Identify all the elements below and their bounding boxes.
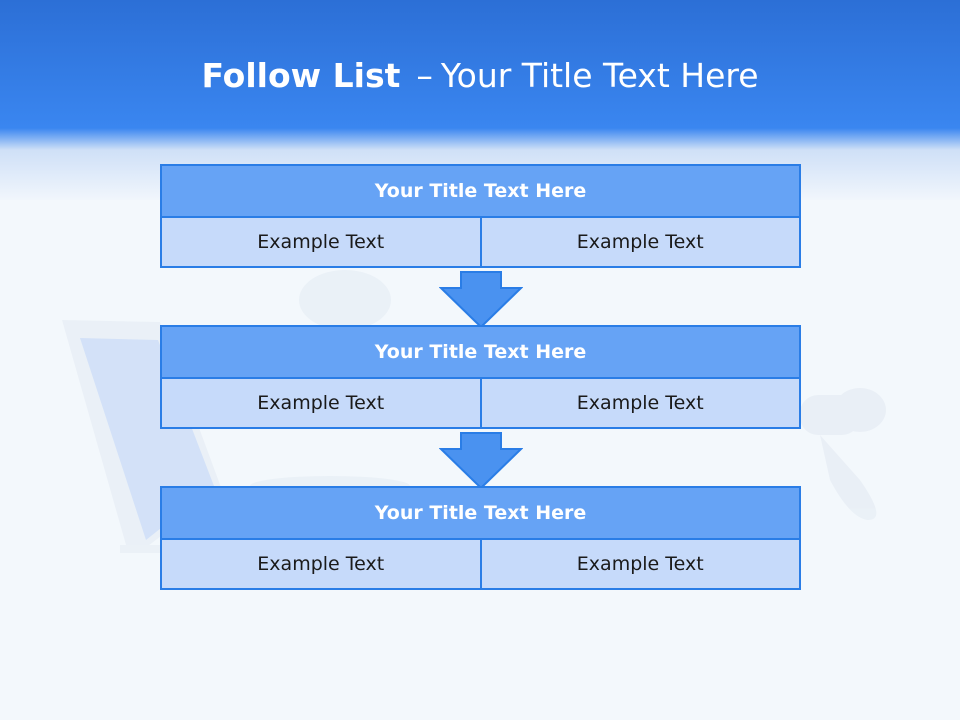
title-separator: –: [416, 56, 433, 95]
down-arrow-icon: [439, 271, 523, 329]
title-bold: Follow List: [201, 56, 401, 95]
step-block-2: Your Title Text Here Example Text Exampl…: [160, 325, 801, 429]
step-row: Example Text Example Text: [160, 540, 801, 590]
step-cell-left: Example Text: [257, 231, 385, 253]
step-cell-right: Example Text: [479, 540, 800, 588]
step-row: Example Text Example Text: [160, 218, 801, 268]
step-title: Your Title Text Here: [160, 325, 801, 379]
step-cell-left: Example Text: [257, 553, 385, 575]
step-title: Your Title Text Here: [160, 164, 801, 218]
step-block-1: Your Title Text Here Example Text Exampl…: [160, 164, 801, 268]
down-arrow-icon: [439, 432, 523, 490]
step-row: Example Text Example Text: [160, 379, 801, 429]
slide-title: Follow List–Your Title Text Here: [0, 56, 960, 95]
step-cell-right: Example Text: [479, 379, 800, 427]
step-cell-left: Example Text: [257, 392, 385, 414]
step-cell-right: Example Text: [479, 218, 800, 266]
title-rest: Your Title Text Here: [440, 56, 759, 95]
step-block-3: Your Title Text Here Example Text Exampl…: [160, 486, 801, 590]
step-title: Your Title Text Here: [160, 486, 801, 540]
